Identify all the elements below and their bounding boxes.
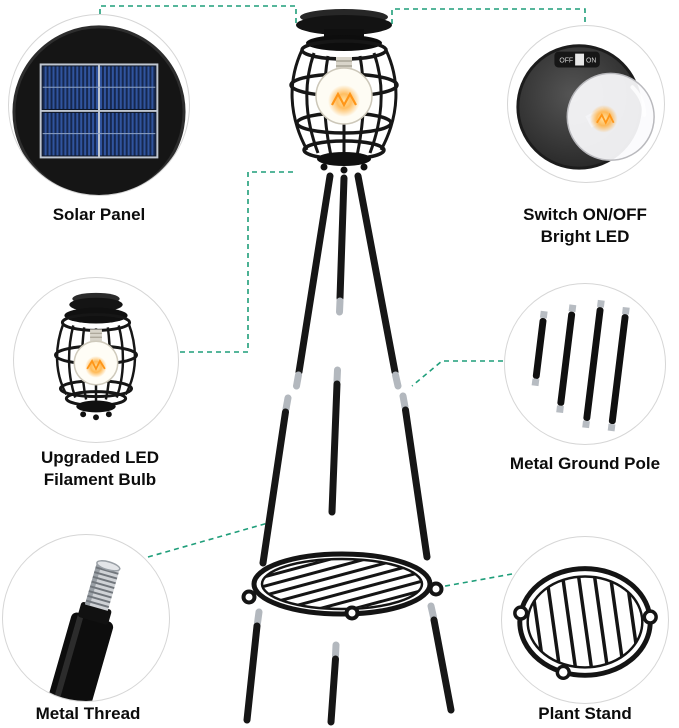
connector-switch	[391, 8, 586, 26]
plant-stand-ring	[241, 551, 444, 621]
switch-off-text: OFF	[559, 58, 573, 65]
connector-ground-pole	[411, 360, 503, 387]
leg-middle	[327, 174, 348, 726]
stand-ear-right	[428, 581, 444, 597]
stand-ear-bottom	[344, 605, 360, 621]
threaded-pole	[41, 560, 121, 701]
filament	[596, 112, 615, 125]
connector-lines	[99, 5, 586, 588]
filament-bulb-photo	[54, 292, 138, 421]
inset-metal-thread	[2, 534, 170, 702]
label-switch-led: Switch ON/OFF Bright LED	[523, 205, 647, 246]
inset-plant-stand	[501, 536, 669, 704]
bulb-filament	[331, 91, 357, 108]
stand-ear-left	[241, 589, 257, 605]
leg-right	[354, 172, 455, 714]
inset-ground-pole	[504, 283, 666, 445]
bulb-glow	[328, 85, 360, 117]
label-filament-bulb: Upgraded LED Filament Bulb	[40, 448, 160, 489]
pole-segments	[531, 299, 630, 432]
leg-left	[243, 172, 334, 724]
solar-panel-photo	[12, 25, 186, 195]
label-solar-panel: Solar Panel	[52, 205, 146, 224]
lantern-bulb	[315, 57, 373, 125]
lantern	[289, 9, 399, 174]
label-metal-thread: Metal Thread	[35, 704, 141, 723]
connector-bulb	[180, 171, 293, 353]
switch-on-text: ON	[586, 58, 596, 65]
inset-switch-led: OFF ON	[507, 25, 665, 183]
tripod-legs	[243, 172, 455, 726]
plant-stand-bars	[263, 560, 421, 608]
plant-stand-photo	[513, 566, 658, 681]
inset-solar-panel	[8, 14, 190, 196]
ground-pole-photo	[531, 299, 630, 432]
switch-led-photo: OFF ON	[516, 44, 655, 170]
label-plant-stand: Plant Stand	[538, 704, 632, 723]
connector-metal-thread	[147, 522, 269, 558]
connector-plant-stand	[439, 573, 513, 588]
inset-filament-bulb	[13, 277, 179, 443]
connector-solar-panel	[99, 5, 297, 24]
label-ground-pole: Metal Ground Pole	[509, 454, 661, 473]
metal-thread-photo	[41, 560, 121, 701]
